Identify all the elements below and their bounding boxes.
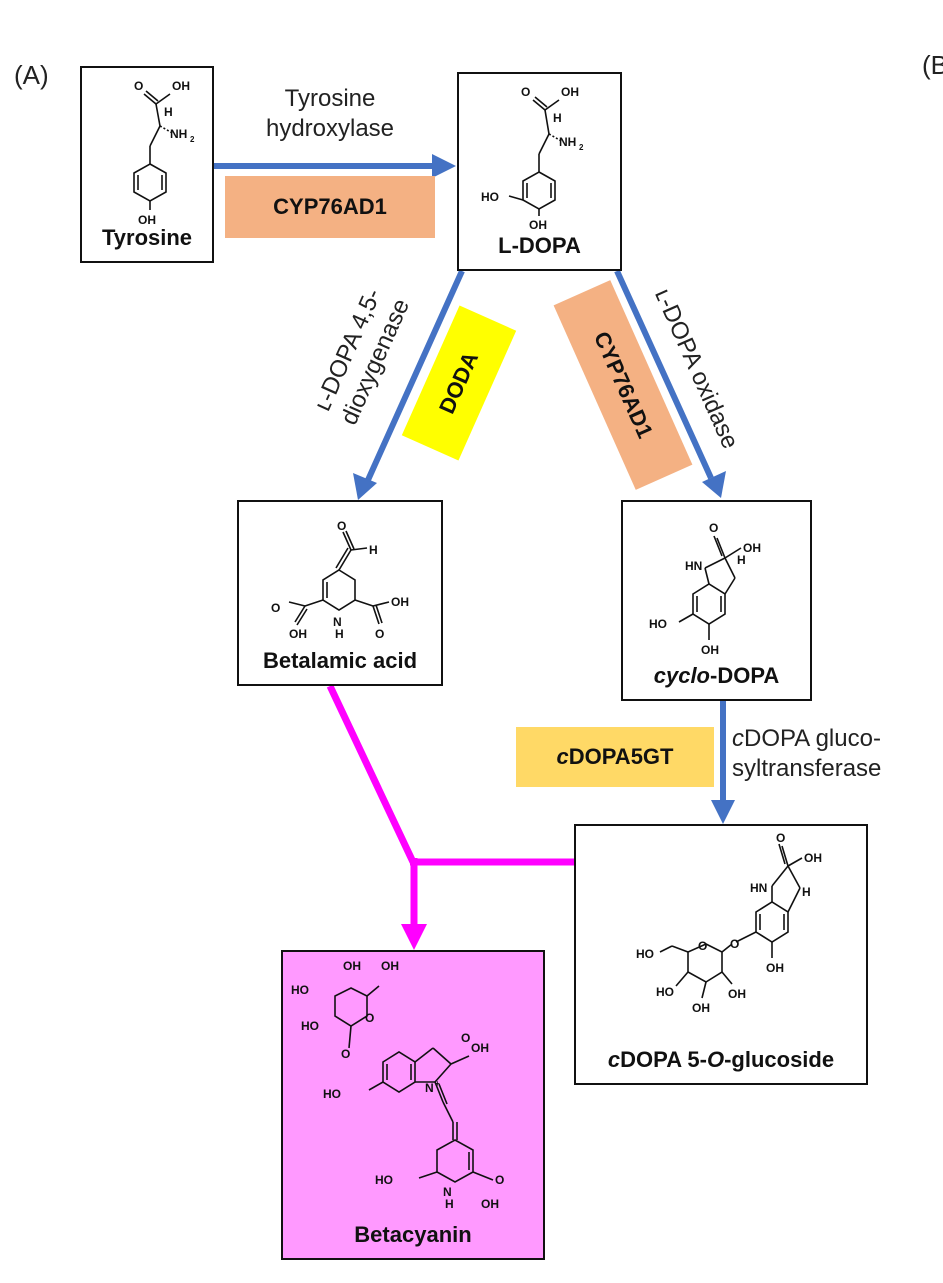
compound-cyclo-dopa: O OH HN H HO OH cyclo-DOPA bbox=[621, 500, 812, 701]
svg-text:O: O bbox=[461, 1031, 470, 1045]
cyclo-italic: cyclo bbox=[653, 663, 710, 688]
glc-part: DOPA 5- bbox=[620, 1047, 707, 1072]
svg-text:NH: NH bbox=[170, 127, 187, 141]
cyclo-dopa-structure-icon: O OH HN H HO OH bbox=[649, 521, 761, 657]
svg-text:O: O bbox=[698, 939, 707, 953]
svg-text:OH: OH bbox=[529, 218, 547, 232]
svg-text:H: H bbox=[802, 885, 811, 899]
compound-name-ldopa: L-DOPA bbox=[498, 233, 581, 258]
compound-name-betalamic-acid: Betalamic acid bbox=[262, 648, 418, 673]
arrow-merge-to-betacyanin bbox=[326, 684, 575, 950]
svg-text:OH: OH bbox=[701, 643, 719, 657]
glc-part: -glucoside bbox=[724, 1047, 835, 1072]
panel-label-b: (B bbox=[922, 50, 943, 80]
arrow-cyclodopa-to-glucoside bbox=[711, 701, 735, 824]
svg-text:HO: HO bbox=[481, 190, 499, 204]
arrow-ldopa-to-betalamic bbox=[353, 269, 465, 500]
svg-text:O: O bbox=[337, 519, 346, 533]
enzyme-line: syltransferase bbox=[732, 755, 882, 782]
svg-text:O: O bbox=[730, 937, 739, 951]
svg-text:HN: HN bbox=[685, 559, 702, 573]
enzyme-line: Tyrosine bbox=[284, 85, 376, 112]
enzyme-line: hydroxylase bbox=[265, 115, 395, 142]
svg-text:O: O bbox=[341, 1047, 350, 1061]
svg-text:OH: OH bbox=[692, 1001, 710, 1015]
svg-text:HO: HO bbox=[375, 1173, 393, 1187]
gene-tag-cyp76ad1-top: CYP76AD1 bbox=[225, 176, 435, 238]
svg-text:H: H bbox=[737, 553, 746, 567]
svg-text:HO: HO bbox=[636, 947, 654, 961]
svg-text:NH: NH bbox=[559, 135, 576, 149]
gt-rest: DOPA gluco- bbox=[744, 725, 881, 752]
svg-text:HO: HO bbox=[291, 983, 309, 997]
svg-text:N: N bbox=[443, 1185, 452, 1199]
enzyme-label-glucosyltransferase: cDOPA gluco- syltransferase bbox=[732, 724, 932, 784]
svg-text:2: 2 bbox=[579, 143, 584, 152]
svg-text:OH: OH bbox=[804, 851, 822, 865]
svg-text:OH: OH bbox=[391, 595, 409, 609]
panel-label-a: (A) bbox=[14, 60, 49, 90]
svg-text:HO: HO bbox=[301, 1019, 319, 1033]
svg-text:HO: HO bbox=[656, 985, 674, 999]
svg-text:OH: OH bbox=[728, 987, 746, 1001]
svg-text:N: N bbox=[333, 615, 342, 629]
svg-text:OH: OH bbox=[766, 961, 784, 975]
glc-c-italic: c bbox=[607, 1047, 621, 1072]
svg-text:H: H bbox=[553, 111, 562, 125]
enzyme-line: cDOPA gluco- bbox=[732, 724, 932, 754]
svg-text:OH: OH bbox=[471, 1041, 489, 1055]
svg-text:H: H bbox=[335, 627, 344, 641]
svg-text:O: O bbox=[271, 601, 280, 615]
compound-name-cyclo-dopa: cyclo-DOPA bbox=[623, 663, 810, 689]
svg-text:O: O bbox=[365, 1011, 374, 1025]
svg-text:OH: OH bbox=[561, 85, 579, 99]
svg-text:OH: OH bbox=[289, 627, 307, 641]
svg-text:OH: OH bbox=[743, 541, 761, 555]
svg-text:O: O bbox=[495, 1173, 504, 1187]
svg-text:OH: OH bbox=[138, 213, 156, 227]
svg-text:O: O bbox=[375, 627, 384, 641]
enzyme-label-tyrosine-hydroxylase: Tyrosine hydroxylase bbox=[240, 84, 420, 144]
svg-text:H: H bbox=[164, 105, 173, 119]
svg-text:OH: OH bbox=[172, 79, 190, 93]
cdopa5gt-italic: c bbox=[556, 744, 569, 769]
compound-name-betacyanin: Betacyanin bbox=[354, 1222, 472, 1247]
svg-text:O: O bbox=[709, 521, 718, 535]
svg-text:N: N bbox=[425, 1081, 434, 1095]
arrow-ldopa-to-cyclodopa bbox=[614, 269, 726, 498]
svg-text:2: 2 bbox=[190, 135, 195, 144]
cdopa-glucoside-structure-icon: O OH HN H O OH O HO HO OH OH bbox=[636, 831, 822, 1015]
svg-text:HN: HN bbox=[750, 881, 767, 895]
arrow-tyrosine-to-ldopa bbox=[213, 154, 456, 178]
svg-text:H: H bbox=[369, 543, 378, 557]
compound-name-cdopa-glucoside: cDOPA 5-O-glucoside bbox=[576, 1047, 866, 1073]
glc-o-italic: O bbox=[706, 1047, 725, 1072]
cyclo-rest: -DOPA bbox=[710, 663, 780, 688]
betalamic-acid-structure-icon: OH OOH NH OOH bbox=[271, 519, 409, 641]
svg-text:H: H bbox=[445, 1197, 454, 1211]
cdopa5gt-rest: DOPA5GT bbox=[568, 744, 674, 769]
gt-italic: c bbox=[732, 725, 744, 752]
svg-text:O: O bbox=[776, 831, 785, 845]
svg-text:HO: HO bbox=[649, 617, 667, 631]
svg-text:O: O bbox=[521, 85, 530, 99]
svg-text:OH: OH bbox=[381, 959, 399, 973]
svg-text:OH: OH bbox=[343, 959, 361, 973]
svg-text:+: + bbox=[435, 1079, 440, 1088]
compound-name-tyrosine: Tyrosine bbox=[101, 225, 193, 250]
svg-text:HO: HO bbox=[323, 1087, 341, 1101]
svg-text:O: O bbox=[134, 79, 143, 93]
svg-text:OH: OH bbox=[481, 1197, 499, 1211]
